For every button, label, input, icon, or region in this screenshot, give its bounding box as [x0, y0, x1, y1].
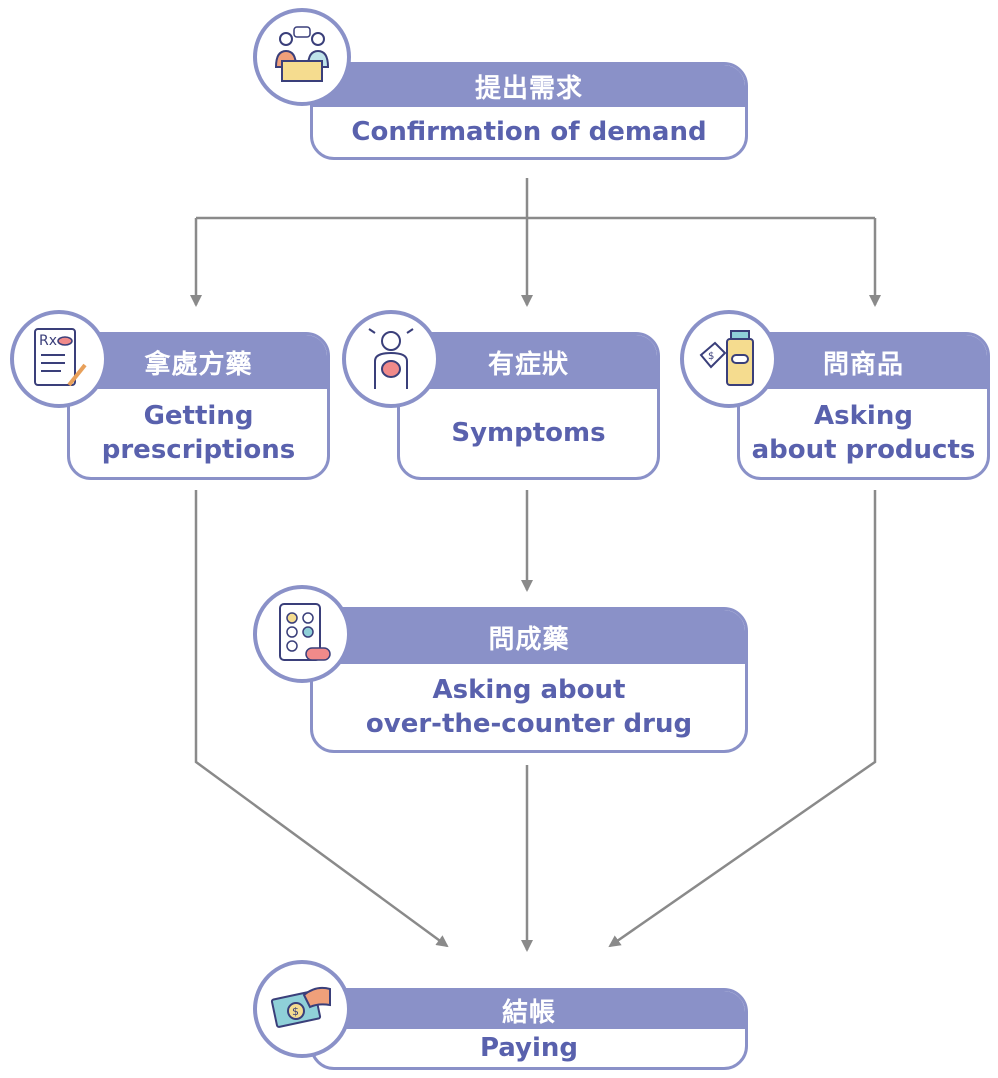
node-products: 問商品 Asking about products $: [680, 310, 990, 485]
node-card: 拿處方藥 Getting prescriptions: [67, 332, 330, 480]
arrow-prescription-to-paying: [194, 490, 449, 948]
node-demand: 提出需求 Confirmation of demand: [253, 8, 748, 160]
node-title-en: Asking about products: [751, 401, 976, 465]
node-card: 結帳 Paying: [310, 988, 748, 1070]
node-title-zh: 結帳: [313, 991, 745, 1029]
node-card: 問成藥 Asking about over-the-counter drug: [310, 607, 748, 753]
node-title-en: Confirmation of demand: [351, 117, 707, 147]
node-title-en: Getting prescriptions: [101, 401, 296, 465]
node-card: 問商品 Asking about products: [737, 332, 990, 480]
svg-text:Rx: Rx: [39, 333, 57, 349]
pill-blister-pack-icon: [253, 585, 351, 683]
svg-text:$: $: [292, 1005, 299, 1018]
stomach-pain-icon: [342, 310, 440, 408]
node-otc: 問成藥 Asking about over-the-counter drug: [253, 585, 748, 755]
node-title-en: Paying: [479, 1033, 579, 1063]
consultation-icon: [253, 8, 351, 106]
node-title-en: Symptoms: [451, 418, 606, 448]
node-title-zh: 問商品: [740, 335, 987, 389]
node-paying: 結帳 Paying $: [253, 960, 748, 1070]
node-symptoms: 有症狀 Symptoms: [342, 310, 660, 485]
node-card: 提出需求 Confirmation of demand: [310, 62, 748, 160]
arrow-products-to-paying: [608, 490, 877, 948]
node-title-zh: 拿處方藥: [70, 335, 327, 389]
node-title-en: Asking about over-the-counter drug: [365, 675, 693, 739]
money-payment-icon: $: [253, 960, 351, 1058]
node-title-zh: 提出需求: [313, 65, 745, 107]
medicine-bottle-price-tag-icon: $: [680, 310, 778, 408]
node-card: 有症狀 Symptoms: [397, 332, 660, 480]
node-title-zh: 有症狀: [400, 335, 657, 389]
svg-text:$: $: [708, 351, 714, 362]
node-title-zh: 問成藥: [313, 610, 745, 664]
prescription-icon: Rx: [10, 310, 108, 408]
node-prescription: 拿處方藥 Getting prescriptions Rx: [10, 310, 330, 485]
